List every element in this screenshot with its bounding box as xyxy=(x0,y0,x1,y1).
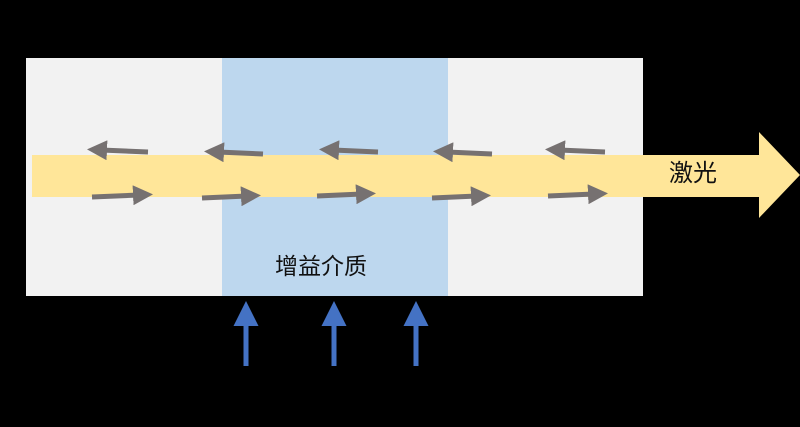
photon-arrow-right xyxy=(201,186,261,207)
photon-arrow-left xyxy=(319,140,379,161)
rightward-photon-arrows xyxy=(91,184,608,207)
photon-arrow-right xyxy=(316,184,376,205)
photon-arrow-right xyxy=(91,185,153,206)
gain-medium-label: 增益介质 xyxy=(275,254,367,280)
leftward-photon-arrows xyxy=(87,140,606,163)
photon-arrow-right xyxy=(431,186,491,207)
laser-label: 激光 xyxy=(669,159,717,187)
pump-arrows xyxy=(233,301,429,366)
photon-arrow-left xyxy=(87,140,149,161)
photon-arrow-left xyxy=(204,142,264,163)
photon-arrow-right xyxy=(547,184,608,205)
photon-arrow-left xyxy=(545,140,606,161)
photon-arrow-left xyxy=(433,142,493,163)
